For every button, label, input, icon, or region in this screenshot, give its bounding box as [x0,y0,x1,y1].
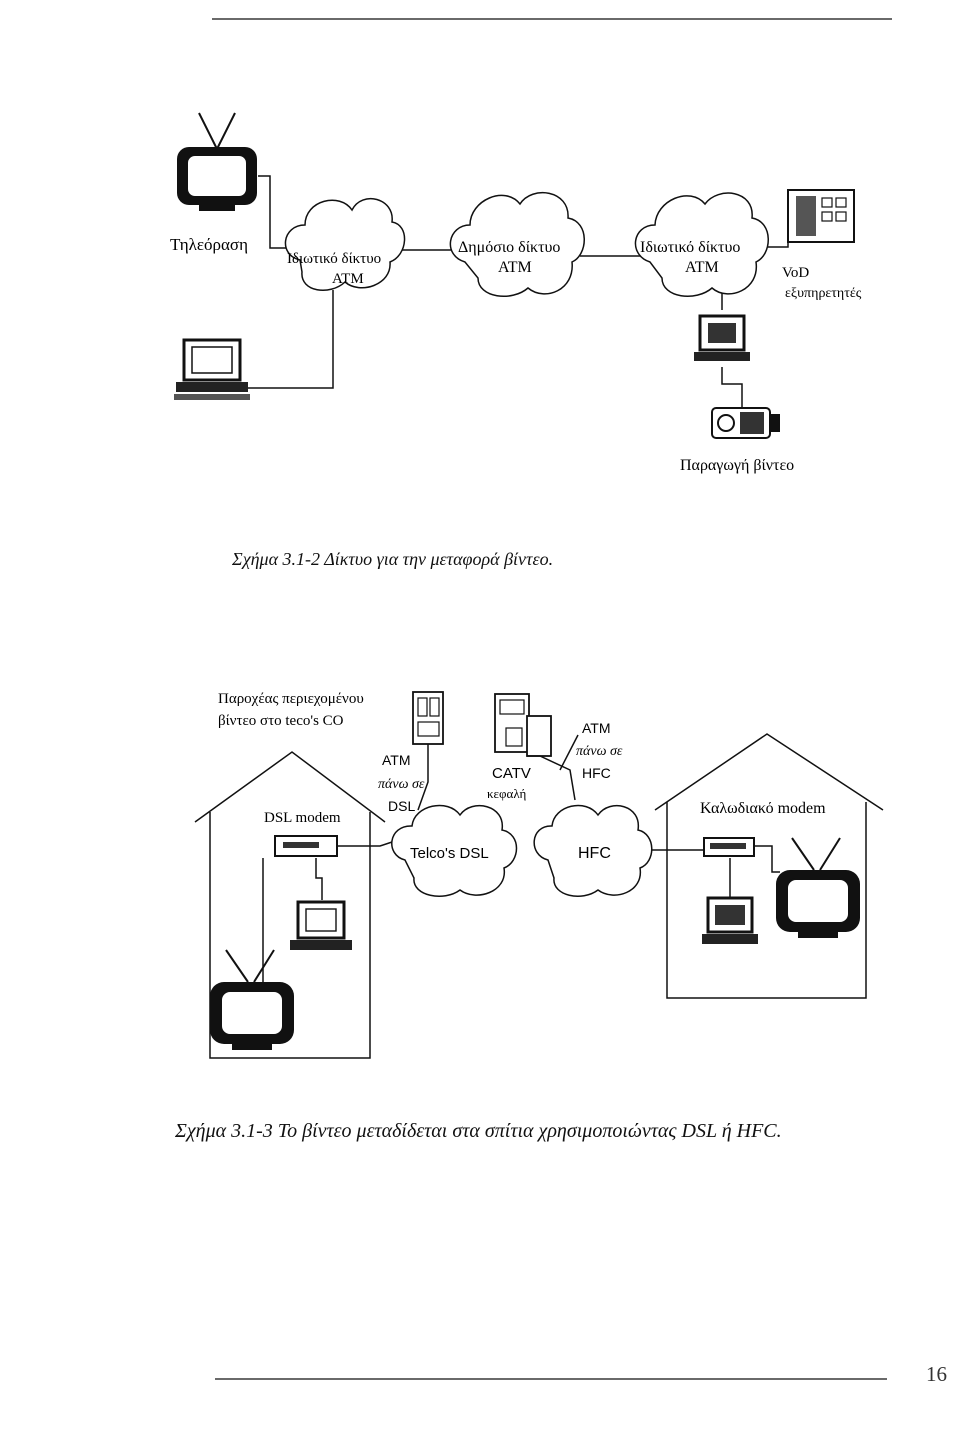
vod-servers-label: εξυπηρετητές [785,286,862,301]
figure-2-caption: Σχήμα 3.1-3 Το βίντεο μεταδίδεται στα σπ… [175,1120,782,1142]
cloud-3-line-1: Ιδιωτικό δίκτυο [640,239,740,256]
vod-label: VoD [782,265,809,281]
television-icon-cable-home [775,837,861,939]
atm-hfc-line-1: ATM [582,720,611,736]
cloud-hfc: HFC [533,804,653,897]
atm-hfc-line-2: πάνω σε [576,744,623,759]
computer-icon-cable-home [702,896,758,944]
atm-hfc-line-3: HFC [582,765,611,781]
figure-dsl-hfc: Παροχέας περιεχομένου βίντεο στο teco's … [194,691,884,1059]
cloud-2-line-1: Δημόσιο δίκτυο [458,239,560,256]
video-camera-icon [711,407,780,439]
cloud-1-line-1: Ιδιωτικό δίκτυο [287,251,381,267]
provider-label-line-1: Παροχέας περιεχομένου [218,691,364,707]
telco-dsl-label: Telco's DSL [410,845,489,862]
figure-1-caption: Σχήμα 3.1-2 Δίκτυο για την μεταφορά βίντ… [232,549,554,569]
figure-video-network: Τηλεόραση Ιδιωτικό δίκτυο ATM Δημόσιο δί… [170,112,862,474]
catv-headend-icon [494,693,552,757]
television-icon [176,112,258,212]
catv-head-label: κεφαλή [487,786,527,801]
content-server-icon [412,691,444,745]
cloud-private-atm-1: Ιδιωτικό δίκτυο ATM [284,198,406,291]
cloud-telco-dsl: Telco's DSL [391,804,518,897]
atm-dsl-line-1: ATM [382,752,411,768]
vod-server-icon [787,189,855,243]
video-production-label: Παραγωγή βίντεο [680,457,794,474]
atm-dsl-line-3: DSL [388,798,415,814]
footer-rule [215,1378,887,1380]
hfc-label: HFC [578,845,611,862]
computer-icon-dsl-home [290,900,352,950]
cloud-public-atm: Δημόσιο δίκτυο ATM [449,191,585,297]
page-number: 16 [926,1362,947,1386]
provider-label-line-2: βίντεο στο teco's CO [218,713,344,729]
house-right [654,733,884,999]
house-left [194,751,386,1059]
cloud-3-line-2: ATM [685,259,719,276]
network-links-2 [262,734,780,1015]
television-icon-dsl-home [209,949,295,1051]
tv-label: Τηλεόραση [170,235,248,254]
catv-label: CATV [492,765,531,782]
dsl-modem-icon [274,835,338,857]
computer-icon-studio [692,314,752,363]
atm-dsl-line-2: πάνω σε [378,777,425,792]
cloud-1-line-2: ATM [332,271,364,287]
cable-modem-icon [703,837,755,857]
cable-modem-label: Καλωδιακό modem [700,800,826,817]
header-rule [212,18,892,20]
computer-icon-home [172,338,252,402]
cloud-2-line-2: ATM [498,259,532,276]
cloud-private-atm-2: Ιδιωτικό δίκτυο ATM [634,192,769,297]
dsl-modem-label: DSL modem [264,810,341,826]
